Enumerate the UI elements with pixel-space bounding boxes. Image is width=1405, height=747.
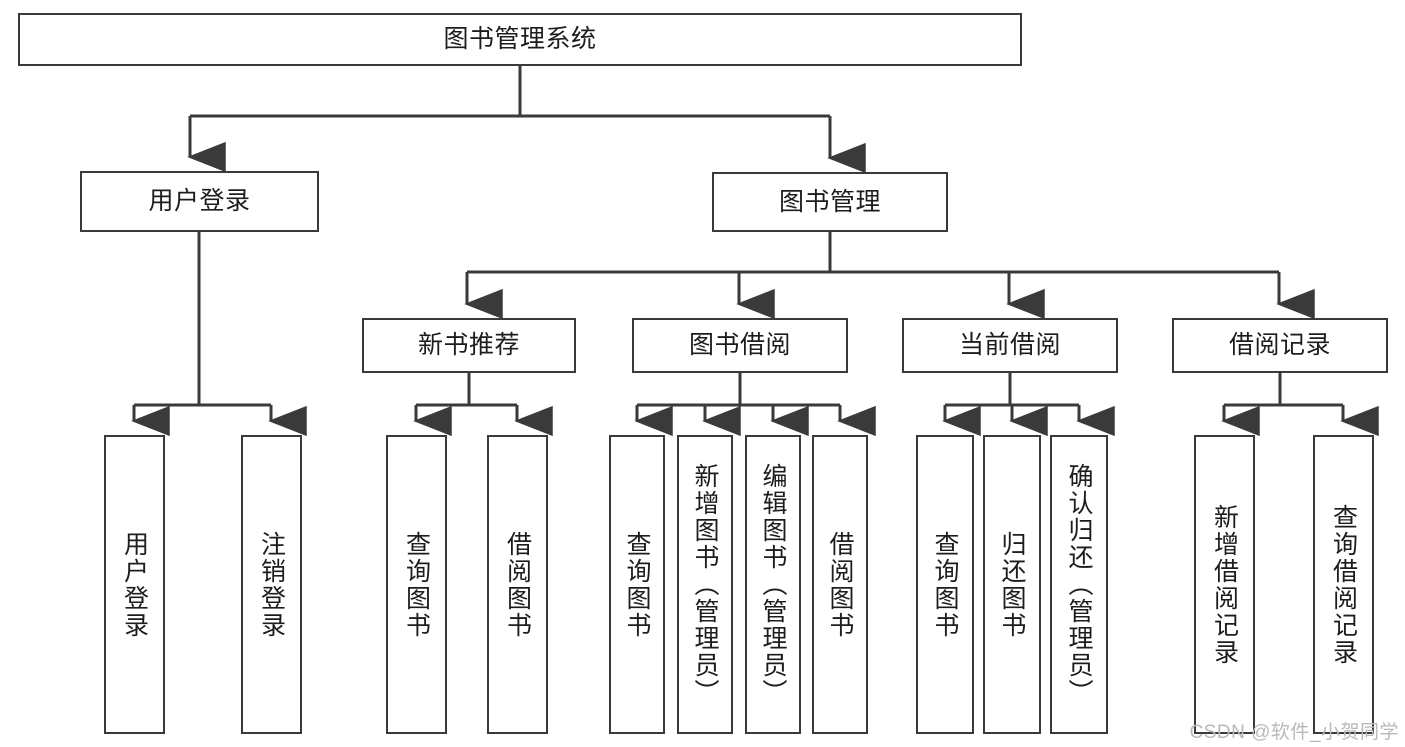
node-leaf-borrow-book-1[interactable]: 借阅图书 [487, 435, 548, 734]
node-leaf-confirm-return-admin[interactable]: 确认归还（管理员） [1050, 435, 1108, 734]
node-label: 借阅图书 [503, 530, 532, 639]
edges-book-manage-to-level3 [464, 232, 1315, 320]
node-label: 查询图书 [623, 530, 651, 639]
node-leaf-add-book-admin[interactable]: 新增图书（管理员） [677, 435, 733, 734]
node-current-borrow[interactable]: 当前借阅 [902, 318, 1118, 373]
node-leaf-edit-book-admin[interactable]: 编辑图书（管理员） [745, 435, 801, 734]
node-label: 借阅图书 [826, 530, 854, 639]
node-label: 借阅记录 [1228, 331, 1331, 359]
edges-new-book-recommend-to-leaves [413, 373, 553, 437]
edges-user-login-to-leaves [131, 232, 307, 437]
edges-book-borrow-to-leaves [634, 373, 876, 437]
node-label: 当前借阅 [958, 331, 1061, 359]
node-leaf-query-borrow-record[interactable]: 查询借阅记录 [1313, 435, 1374, 734]
node-user-login[interactable]: 用户登录 [80, 171, 319, 232]
node-label: 新书推荐 [417, 331, 520, 359]
node-new-book-recommend[interactable]: 新书推荐 [362, 318, 576, 373]
edges-current-borrow-to-leaves [942, 373, 1115, 437]
node-leaf-borrow-book-2[interactable]: 借阅图书 [812, 435, 868, 734]
node-label: 用户登录 [120, 530, 149, 639]
node-leaf-query-book-3[interactable]: 查询图书 [916, 435, 974, 734]
node-label: 用户登录 [148, 187, 251, 215]
node-leaf-add-borrow-record[interactable]: 新增借阅记录 [1194, 435, 1255, 734]
node-leaf-user-logout[interactable]: 注销登录 [241, 435, 302, 734]
node-book-management[interactable]: 图书管理 [712, 172, 948, 232]
node-label: 图书管理系统 [443, 25, 597, 53]
node-label: 注销登录 [257, 530, 286, 639]
node-leaf-user-login[interactable]: 用户登录 [104, 435, 165, 734]
edges-root-to-level2 [187, 66, 866, 174]
node-label: 新增借阅记录 [1210, 503, 1239, 666]
csdn-watermark: CSDN @软件_小贺同学 [1189, 722, 1399, 743]
node-label: 编辑图书（管理员） [759, 463, 787, 706]
node-book-borrow[interactable]: 图书借阅 [632, 318, 848, 373]
node-leaf-return-book[interactable]: 归还图书 [983, 435, 1041, 734]
node-label: 新增图书（管理员） [691, 463, 719, 706]
node-label: 归还图书 [998, 530, 1026, 639]
node-label: 图书借阅 [688, 331, 791, 359]
node-borrow-records[interactable]: 借阅记录 [1172, 318, 1388, 373]
node-label: 查询图书 [931, 530, 959, 639]
node-label: 确认归还（管理员） [1065, 463, 1093, 706]
node-root-book-management-system[interactable]: 图书管理系统 [18, 13, 1022, 66]
node-label: 查询图书 [402, 530, 431, 639]
node-label: 图书管理 [778, 187, 881, 216]
node-leaf-query-book-1[interactable]: 查询图书 [386, 435, 447, 734]
node-leaf-query-book-2[interactable]: 查询图书 [609, 435, 665, 734]
edges-borrow-records-to-leaves [1221, 373, 1379, 437]
node-label: 查询借阅记录 [1329, 503, 1358, 666]
